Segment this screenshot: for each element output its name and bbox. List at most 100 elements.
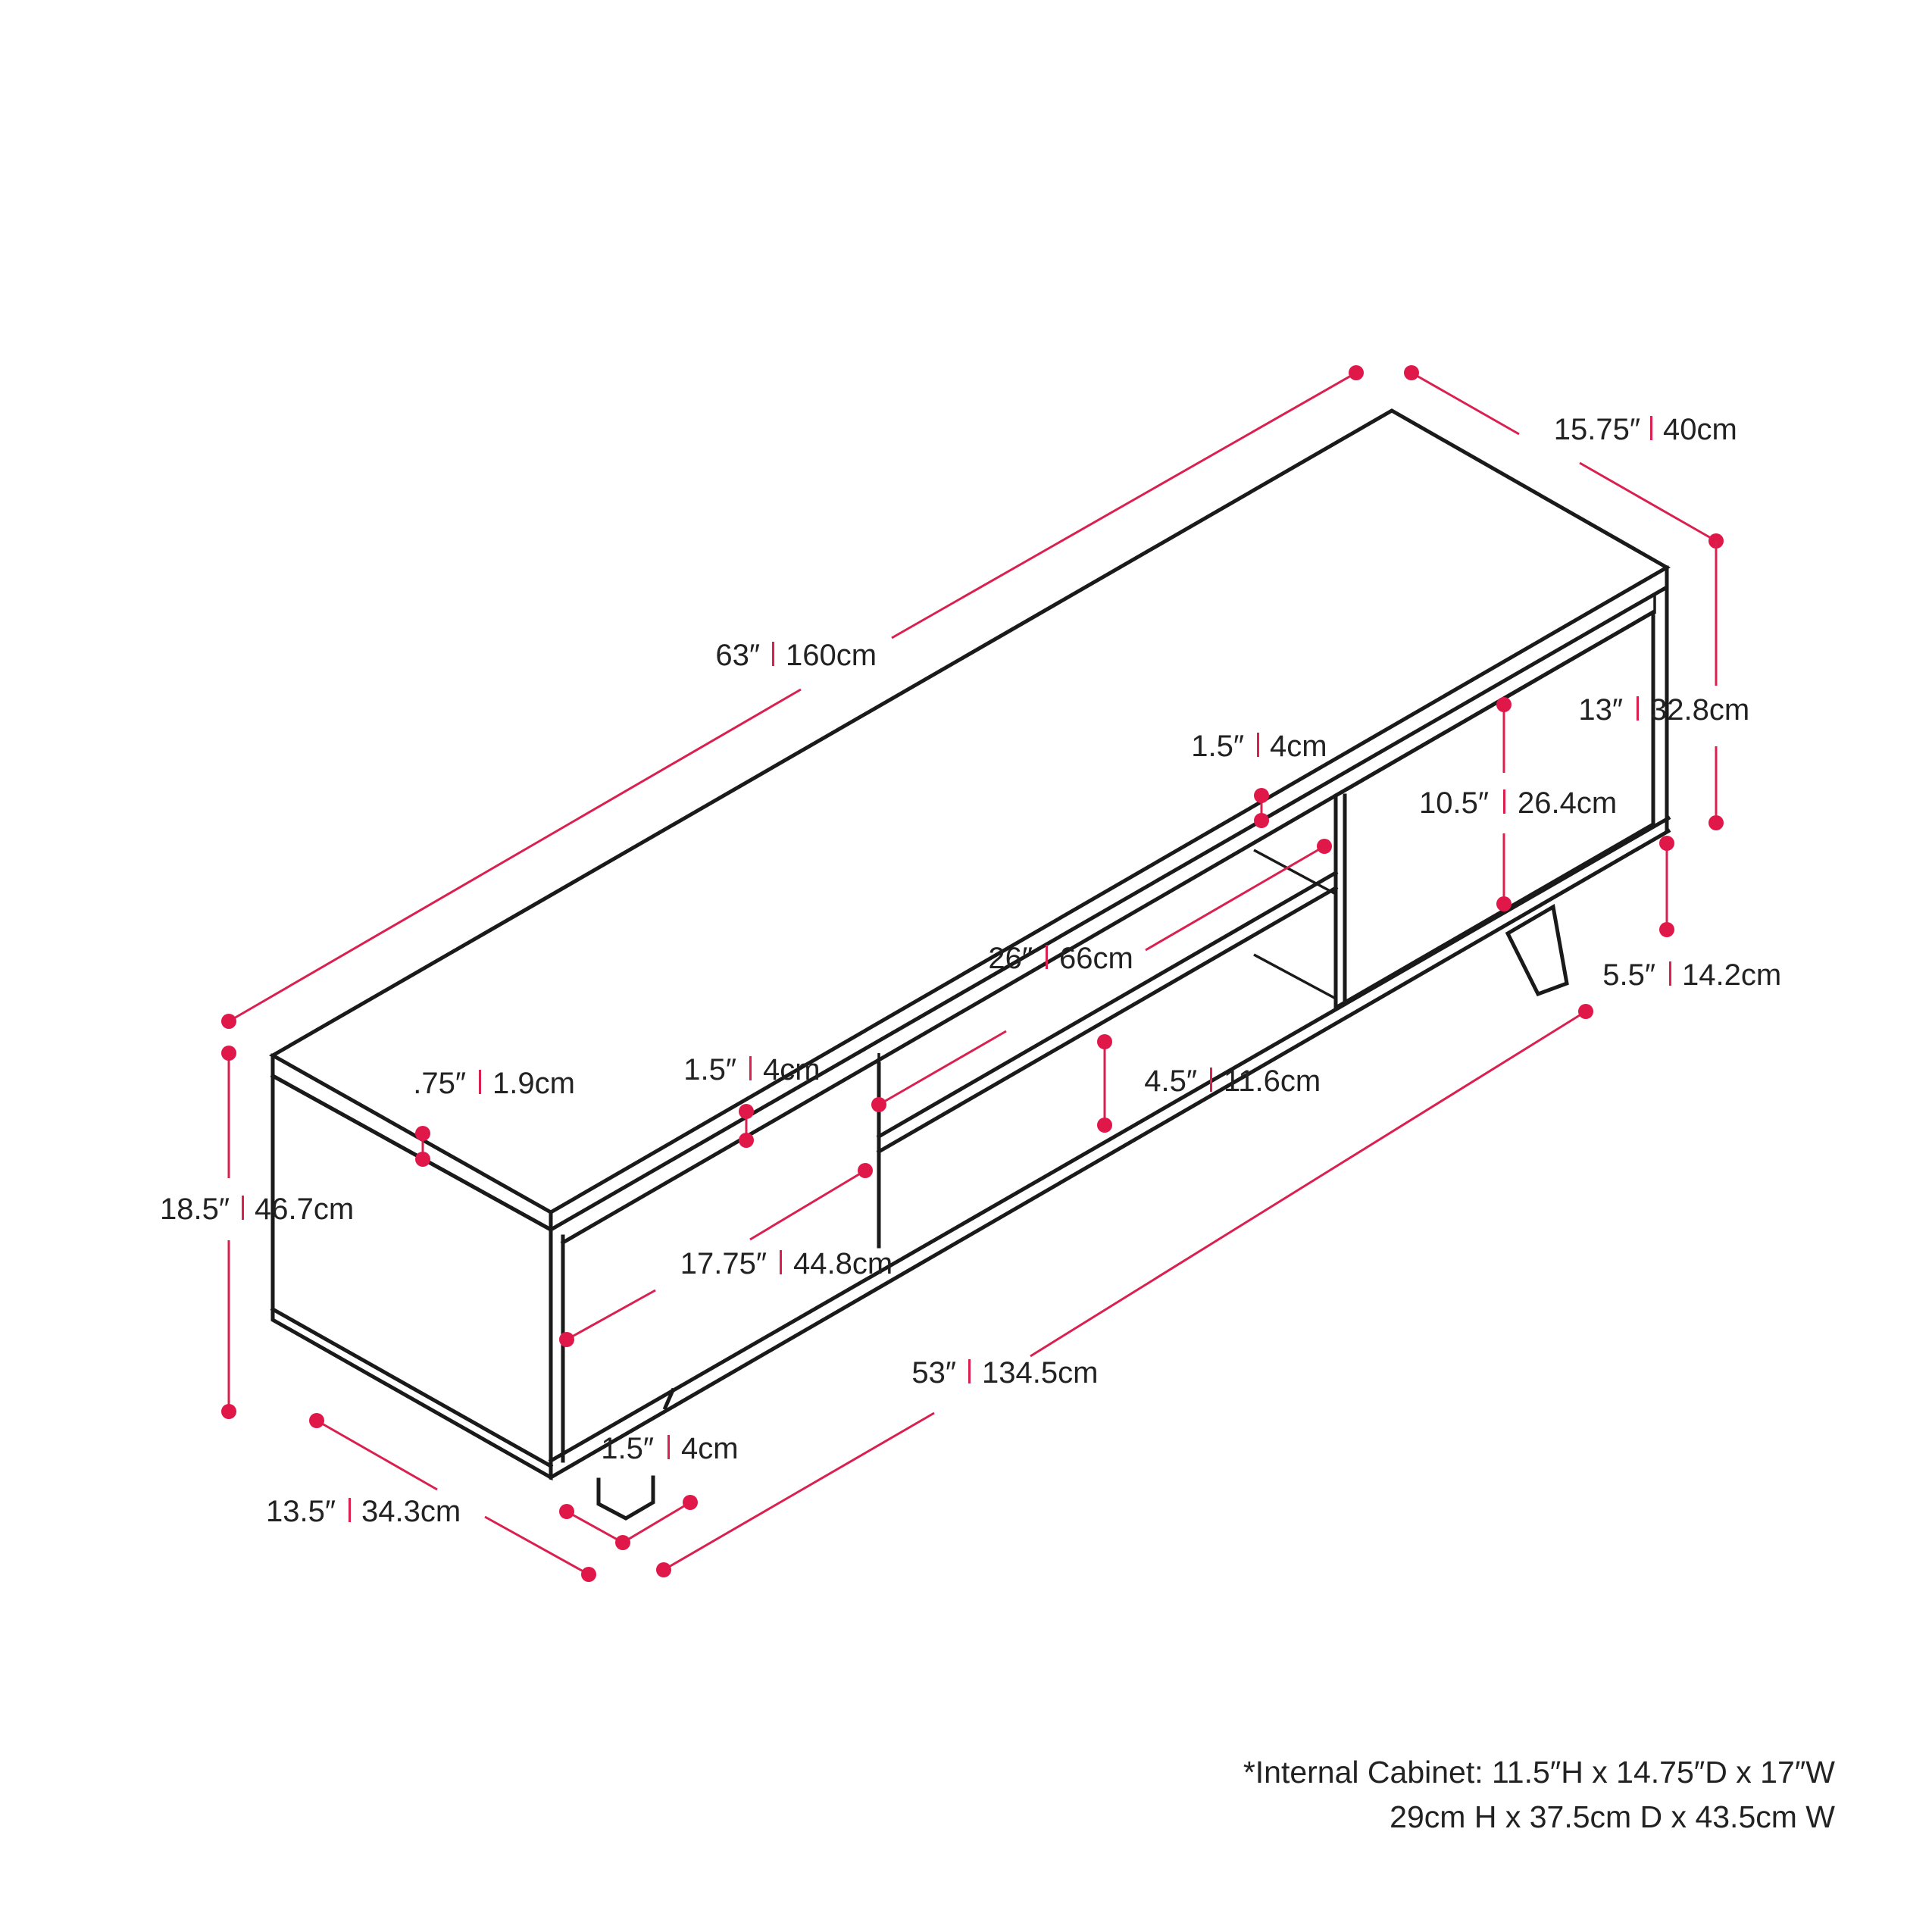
overall-height-imperial: 18.5″: [160, 1193, 230, 1226]
bottom-front-edge: [548, 828, 1671, 1480]
cabinet-height-metric: 32.8cm: [1650, 693, 1749, 727]
depth-metric: 40cm: [1663, 413, 1737, 446]
lower-opening-imperial: 4.5″: [1144, 1064, 1197, 1098]
panel-thickness-imperial: .75″: [413, 1067, 466, 1100]
shelf-width-imperial: 26″: [988, 942, 1033, 975]
panel-thickness-dot-top: [415, 1126, 430, 1141]
dimension-labels: 63″ 160cm 15.75″ 40cm 13″ 32.8cm 10.5″ 2…: [160, 413, 1781, 1528]
top-thickness-dot-top: [1254, 788, 1269, 803]
top-underside-front: [560, 1057, 882, 1246]
right-leg: [1505, 904, 1569, 997]
opening-depth-line-b: [749, 1169, 866, 1241]
leg-height-imperial: 5.5″: [1602, 958, 1655, 992]
overall-width-dot-left: [221, 1014, 236, 1029]
opening-depth-line-a: [566, 1289, 656, 1341]
lower-opening-metric: 11.6cm: [1224, 1064, 1321, 1098]
opening-depth-imperial: 17.75″: [680, 1247, 767, 1280]
label-shelf-width: 26″ 66cm: [988, 942, 1133, 975]
label-top-thickness: 1.5″ 4cm: [1191, 730, 1327, 763]
side-depth-imperial: 13.5″: [266, 1495, 336, 1528]
label-door-height: 10.5″ 26.4cm: [1419, 786, 1617, 820]
label-overall-width: 63″ 160cm: [715, 639, 877, 672]
leg-width-dot-left: [559, 1504, 574, 1519]
leg-height-metric: 14.2cm: [1682, 958, 1781, 992]
shelf-width-line-a: [878, 1030, 1007, 1106]
leg-span-metric: 134.5cm: [982, 1356, 1098, 1390]
side-gap-imperial: 1.5″: [683, 1053, 736, 1086]
overall-width-dot-right: [1349, 365, 1364, 380]
label-overall-height: 18.5″ 46.7cm: [160, 1193, 354, 1226]
leg-width-line-b: [622, 1501, 691, 1544]
top-underside-middle: [876, 792, 1339, 1063]
opening-depth-dot-right: [858, 1163, 873, 1178]
internal-cabinet-note-metric: 29cm H x 37.5cm D x 43.5cm W: [1390, 1799, 1835, 1834]
left-leg-back: [662, 1387, 676, 1411]
opening-depth-dot-left: [559, 1332, 574, 1347]
lower-opening-dot-top: [1097, 1034, 1112, 1049]
leg-span-line-b: [1030, 1010, 1587, 1358]
shelf-width-dot-left: [871, 1097, 886, 1112]
side-depth-dot-right: [581, 1567, 596, 1582]
leg-width-line-a: [566, 1510, 624, 1544]
label-depth: 15.75″ 40cm: [1554, 413, 1737, 446]
lower-opening-dot-bottom: [1097, 1118, 1112, 1133]
leg-span-line-a: [663, 1411, 935, 1571]
shelf-width-dot-right: [1317, 839, 1332, 854]
leg-height-dot-bottom: [1659, 922, 1674, 937]
top-thickness-imperial: 1.5″: [1191, 730, 1244, 763]
label-cabinet-height: 13″ 32.8cm: [1578, 693, 1749, 727]
door-height-imperial: 10.5″: [1419, 786, 1489, 820]
overall-height-dot-top: [221, 1046, 236, 1061]
left-leg: [596, 1475, 655, 1521]
depth-line-b: [1579, 461, 1717, 542]
door-height-dot-bottom: [1496, 896, 1512, 911]
bottom-top-edge: [548, 815, 1671, 1464]
overall-width-metric: 160cm: [786, 639, 877, 672]
label-opening-depth: 17.75″ 44.8cm: [680, 1247, 893, 1280]
label-side-gap: 1.5″ 4cm: [683, 1053, 820, 1086]
internal-cabinet-note-imperial: *Internal Cabinet: 11.5″H x 14.75″D x 17…: [1243, 1755, 1835, 1790]
shelf-width-metric: 66cm: [1059, 942, 1133, 975]
tv-stand-drawing: [268, 408, 1671, 1521]
leg-width-metric: 4cm: [681, 1432, 739, 1465]
shelf-front-edge: [876, 870, 1339, 1140]
leg-span-imperial: 53″: [911, 1356, 956, 1390]
side-depth-line-a: [316, 1419, 438, 1491]
top-thickness-metric: 4cm: [1270, 730, 1327, 763]
shelf-back-edge: [1253, 849, 1336, 896]
shelf-width-line-b: [1145, 845, 1325, 952]
top-front-edge: [549, 565, 1669, 1233]
label-leg-height: 5.5″ 14.2cm: [1602, 958, 1781, 992]
leg-span-dot-left: [656, 1562, 671, 1577]
depth-imperial: 15.75″: [1554, 413, 1640, 446]
top-thickness-dot-bottom: [1254, 813, 1269, 828]
label-leg-width: 1.5″ 4cm: [601, 1432, 738, 1465]
overall-height-metric: 46.7cm: [255, 1193, 354, 1226]
dimension-lines: [221, 365, 1724, 1582]
shelf-front-edge-lower: [876, 885, 1339, 1155]
cabinet-door: [1333, 608, 1655, 1011]
side-depth-line-b: [484, 1515, 589, 1576]
shelf-back-lower: [1253, 953, 1336, 1000]
leg-width-imperial: 1.5″: [601, 1432, 654, 1465]
label-lower-opening: 4.5″ 11.6cm: [1144, 1064, 1321, 1098]
side-gap-dot-bottom: [739, 1133, 754, 1148]
leg-height-dot-top: [1659, 836, 1674, 851]
panel-thickness-metric: 1.9cm: [492, 1067, 575, 1100]
door-height-metric: 26.4cm: [1518, 786, 1617, 820]
left-panel-inner-bottom: [270, 1306, 554, 1469]
overall-width-imperial: 63″: [715, 639, 760, 672]
overall-width-line-a: [228, 688, 802, 1023]
side-gap-dot-top: [739, 1104, 754, 1119]
cabinet-height-imperial: 13″: [1578, 693, 1623, 727]
label-leg-span: 53″ 134.5cm: [911, 1356, 1098, 1390]
side-depth-metric: 34.3cm: [361, 1495, 461, 1528]
side-depth-dot-left: [309, 1413, 324, 1428]
depth-line-a: [1411, 371, 1520, 436]
depth-dot-left: [1404, 365, 1419, 380]
leg-span-dot-right: [1578, 1004, 1593, 1019]
leg-width-dot-middle: [615, 1535, 630, 1550]
label-side-depth: 13.5″ 34.3cm: [266, 1495, 461, 1528]
overall-width-line-b: [891, 371, 1357, 639]
